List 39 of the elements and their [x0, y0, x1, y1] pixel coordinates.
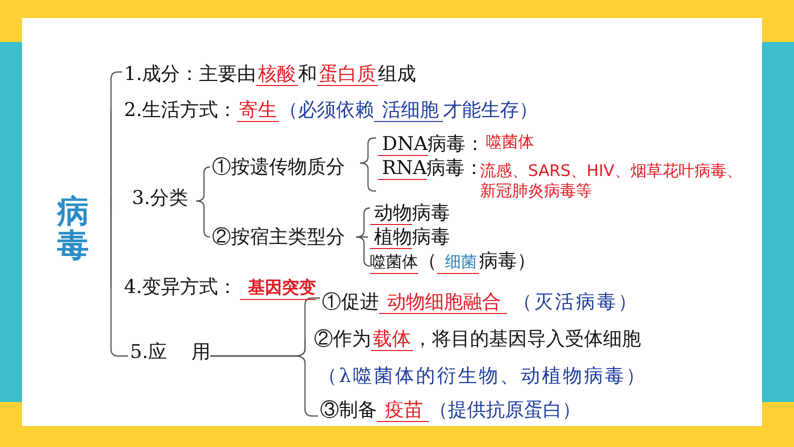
label-text: （: [418, 250, 437, 272]
note-text: （灭活病毒）: [513, 291, 639, 313]
underlined-term: 噬菌体: [370, 251, 418, 274]
label-text: ③制备: [320, 399, 377, 421]
label-text: 组成: [378, 63, 416, 85]
label-text: ①促进: [322, 291, 379, 313]
label-text: 病毒: [412, 226, 450, 248]
label-text: 和: [298, 63, 318, 85]
label-text: 病毒：: [428, 133, 485, 155]
answer-text: 疫苗: [377, 399, 429, 422]
note-text: （必须依赖: [279, 99, 374, 121]
label-text: 2.生活方式：: [124, 99, 238, 121]
answer-text: 基因突变: [240, 277, 316, 300]
underlined-term: RNA: [378, 157, 427, 180]
underlined-term: 细菌: [437, 251, 479, 274]
root-topic: 病毒: [55, 194, 91, 262]
answer-text: 寄生: [237, 99, 280, 122]
label-text: 4.变异方式：: [124, 276, 238, 298]
note-text: （提供抗原蛋白）: [429, 399, 581, 421]
answer-text: 动物细胞融合: [379, 291, 507, 314]
label-text: 病毒: [412, 202, 450, 224]
underlined-term: 植物: [370, 226, 412, 249]
label-text: 1.成分：主要由: [124, 63, 256, 85]
topic-label: 5.应 用: [130, 339, 210, 365]
answer-text: 蛋白质: [317, 63, 378, 86]
topic-label: ②按宿主类型分: [212, 224, 345, 250]
underlined-term: 动物: [370, 202, 412, 225]
label-text: 病毒）: [479, 250, 536, 272]
topic-label: ①按遗传物质分: [212, 154, 345, 180]
note-text: 才能生存）: [443, 99, 538, 121]
note-text: （λ噬菌体的衍生物、动植物病毒）: [318, 364, 648, 388]
topic-label: 3.分类: [132, 185, 188, 211]
label-text: ②作为: [314, 328, 371, 350]
example-text: 噬菌体: [486, 132, 534, 152]
underlined-term: DNA: [378, 133, 428, 156]
note-text: 活细胞: [374, 99, 444, 122]
answer-text: 载体: [371, 328, 413, 351]
answer-text: 核酸: [256, 63, 298, 86]
label-text: ，将目的基因导入受体细胞: [413, 328, 641, 350]
